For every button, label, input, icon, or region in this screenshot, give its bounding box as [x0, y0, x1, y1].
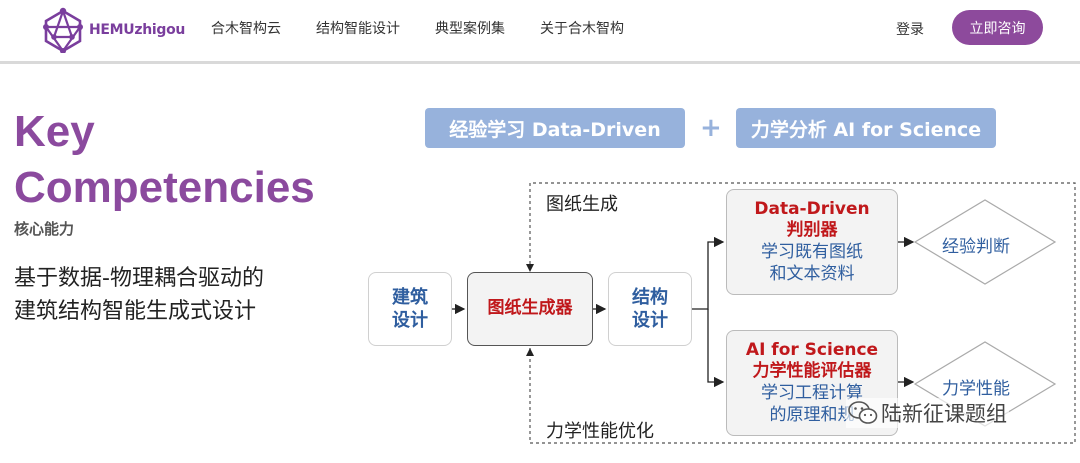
logo-icon [43, 7, 83, 53]
header-divider [0, 61, 1080, 64]
node-structure-design: 结构 设计 [608, 272, 692, 346]
hero-title-line-2: Competencies [14, 163, 315, 212]
arrow-to-discriminator [692, 236, 725, 310]
login-link[interactable]: 登录 [896, 22, 924, 38]
node-drawing-generator: 图纸生成器 [467, 272, 593, 346]
ai-for-science-pill: 力学分析 AI for Science [736, 108, 996, 148]
loop-label-bottom: 力学性能优化 [546, 421, 654, 442]
feedback-loop-dashed [529, 182, 1076, 444]
data-driven-pill: 经验学习 Data-Driven [425, 108, 685, 148]
nav-item-about[interactable]: 关于合木智构 [540, 21, 624, 37]
nav-item-case-studies[interactable]: 典型案例集 [435, 21, 505, 37]
plus-sign: + [700, 113, 722, 143]
arrow-head-top [526, 264, 534, 272]
top-nav-bar: HEMUzhigou 合木智构云 结构智能设计 典型案例集 关于合木智构 登录 … [0, 0, 1080, 60]
diamond-label-mechanics: 力学性能 [942, 379, 1010, 399]
logo-link[interactable]: HEMUzhigou [40, 7, 190, 53]
wechat-icon [848, 401, 878, 424]
logo-text: HEMUzhigou [89, 22, 186, 38]
node-architecture-design: 建筑 设计 [368, 272, 452, 346]
nav-item-structural-design[interactable]: 结构智能设计 [316, 21, 400, 37]
hero-description-line-1: 基于数据-物理耦合驱动的 [14, 266, 264, 291]
watermark-text: 陆新征课题组 [881, 402, 1007, 426]
arrow-to-evaluator [707, 309, 725, 388]
node-discriminator: Data-Driven 判别器 学习既有图纸 和文本资料 [726, 189, 898, 295]
watermark: 陆新征课题组 [846, 398, 1009, 428]
hero-title-line-1: Key [14, 107, 95, 156]
arrow-head-bottom [526, 348, 534, 356]
loop-label-top: 图纸生成 [546, 194, 618, 215]
diamond-label-experience: 经验判断 [942, 237, 1010, 257]
main-nav: 合木智构云 结构智能设计 典型案例集 关于合木智构 [211, 18, 659, 38]
nav-item-cloud[interactable]: 合木智构云 [211, 21, 281, 37]
consult-button[interactable]: 立即咨询 [952, 10, 1043, 45]
hero-description-line-2: 建筑结构智能生成式设计 [14, 299, 257, 324]
diamond-experience [913, 199, 1057, 285]
hero-subtitle: 核心能力 [14, 220, 75, 238]
